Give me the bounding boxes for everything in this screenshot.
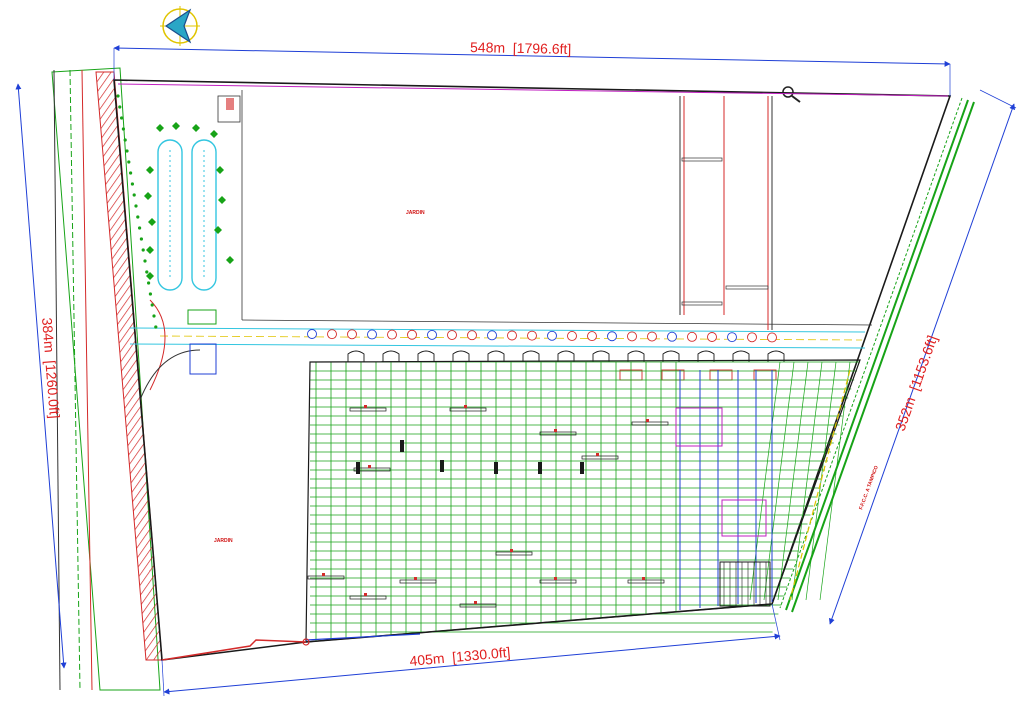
parking-lot <box>157 95 241 291</box>
site-boundary <box>113 79 952 661</box>
trees <box>116 94 234 329</box>
axis-road <box>129 299 866 401</box>
loading-docks <box>347 350 785 381</box>
dimension-top: 548m [1796.6ft] <box>470 39 571 57</box>
garden-label-north: JARDIN <box>406 210 425 216</box>
magnifier-icon[interactable] <box>782 86 801 103</box>
dimension-left: 384m [1260.0ft] <box>39 317 63 419</box>
south-access <box>161 639 307 661</box>
railway <box>779 97 975 613</box>
railway-label: F.F.C.C. A TAMPICO <box>858 465 880 511</box>
north-arrow-icon <box>160 6 200 46</box>
west-road <box>51 67 163 691</box>
warehouse-outline <box>305 359 861 643</box>
warehouse-grid <box>307 361 860 642</box>
dimension-lines <box>15 45 1017 697</box>
north-garden <box>241 90 873 330</box>
garden-label-west: JARDIN <box>214 538 233 544</box>
rack-area <box>675 369 851 610</box>
grid-axis-bubbles <box>307 329 777 343</box>
dimension-right: 352m [1153.6ft] <box>892 333 941 433</box>
